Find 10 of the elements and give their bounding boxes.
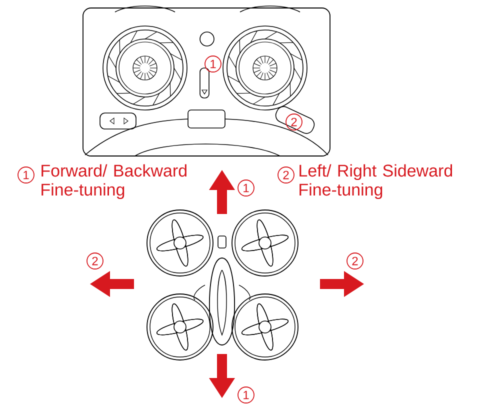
callout-number: 1 [238,386,254,404]
callout-number: 2 [86,252,104,270]
callout-number: 2 [278,166,294,184]
legend-text: Forward/ Backward Fine-tuning [42,164,186,200]
legend-text: Left/ Right Sideward Fine-tuning [300,164,452,200]
callout-number: 1 [238,180,254,196]
callout-number: 1 [18,166,34,184]
callout-number: 2 [346,252,364,270]
callout-number: 2 [286,114,302,130]
callout-number: 1 [204,56,222,72]
